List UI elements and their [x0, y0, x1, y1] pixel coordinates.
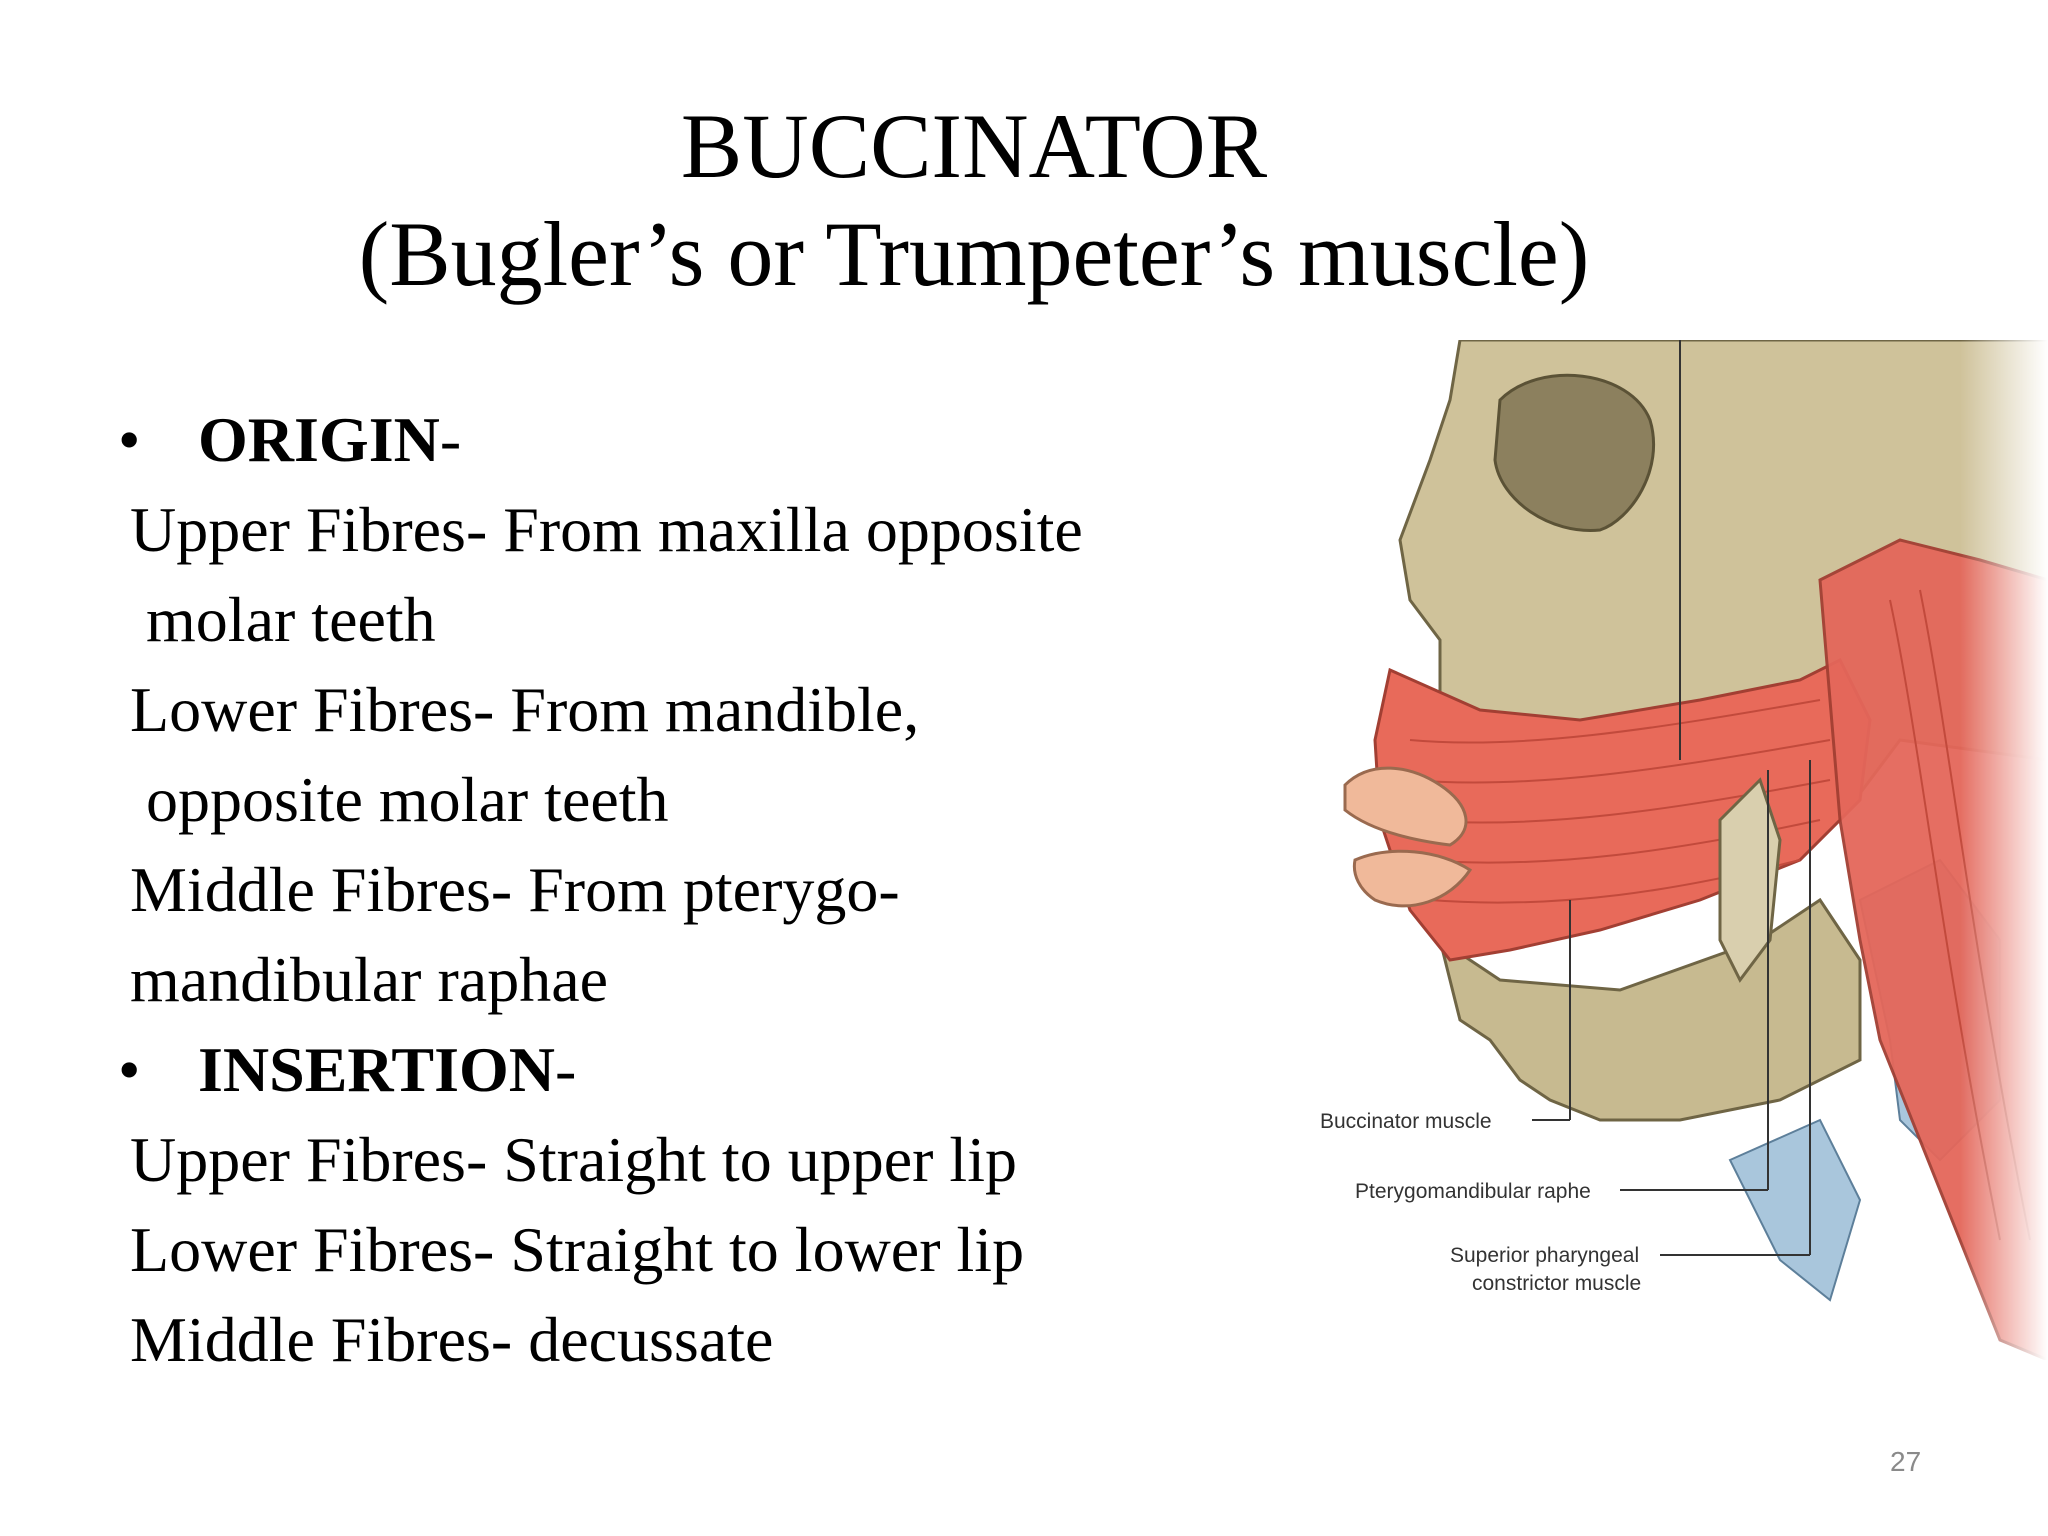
origin-line: mandibular raphae	[130, 944, 608, 1015]
origin-heading: ORIGIN	[198, 404, 440, 475]
origin-line: opposite molar teeth	[146, 764, 669, 835]
bullet-icon: •	[118, 1034, 141, 1105]
leader-lines	[1532, 340, 1811, 1256]
title-line-1: BUCCINATOR	[680, 95, 1268, 197]
insertion-line: Middle Fibres- decussate	[130, 1304, 774, 1375]
origin-line: molar teeth	[146, 584, 436, 655]
constrictor-muscle-label: constrictor muscle	[1472, 1272, 1641, 1295]
ramus-cut-bone	[1718, 777, 1782, 983]
pterygomandibular-raphe-label: Pterygomandibular raphe	[1355, 1180, 1591, 1203]
insertion-line: Lower Fibres- Straight to lower lip	[130, 1214, 1025, 1285]
slide-title: BUCCINATOR (Bugler’s or Trumpeter’s musc…	[0, 92, 1948, 308]
page-number: 27	[1890, 1446, 1922, 1477]
insertion-heading: INSERTION	[198, 1034, 555, 1105]
insertion-line: Upper Fibres- Straight to upper lip	[130, 1124, 1017, 1195]
orbit-cavity	[1493, 373, 1656, 532]
origin-line: Middle Fibres- From pterygo-	[130, 854, 900, 925]
fade-overlay	[1960, 340, 2048, 1360]
insertion-bullet: • INSERTION-	[118, 1030, 576, 1110]
buccinator-anatomy-illustration: Buccinator muscle Pterygomandibular raph…	[1320, 340, 2048, 1360]
bullet-icon: •	[118, 404, 141, 475]
buccinator-muscle-label: Buccinator muscle	[1320, 1110, 1492, 1133]
origin-heading-suffix: -	[439, 404, 462, 475]
superior-pharyngeal-label: Superior pharyngeal	[1450, 1244, 1639, 1267]
title-line-2: (Bugler’s or Trumpeter’s muscle)	[358, 203, 1590, 305]
origin-bullet: • ORIGIN-	[118, 400, 461, 480]
origin-line: Upper Fibres- From maxilla opposite	[130, 494, 1083, 565]
insertion-heading-suffix: -	[554, 1034, 577, 1105]
cartilage-structure	[1728, 1118, 1862, 1302]
lower-lip	[1352, 849, 1473, 908]
upper-lip	[1343, 766, 1468, 847]
origin-line: Lower Fibres- From mandible,	[130, 674, 920, 745]
